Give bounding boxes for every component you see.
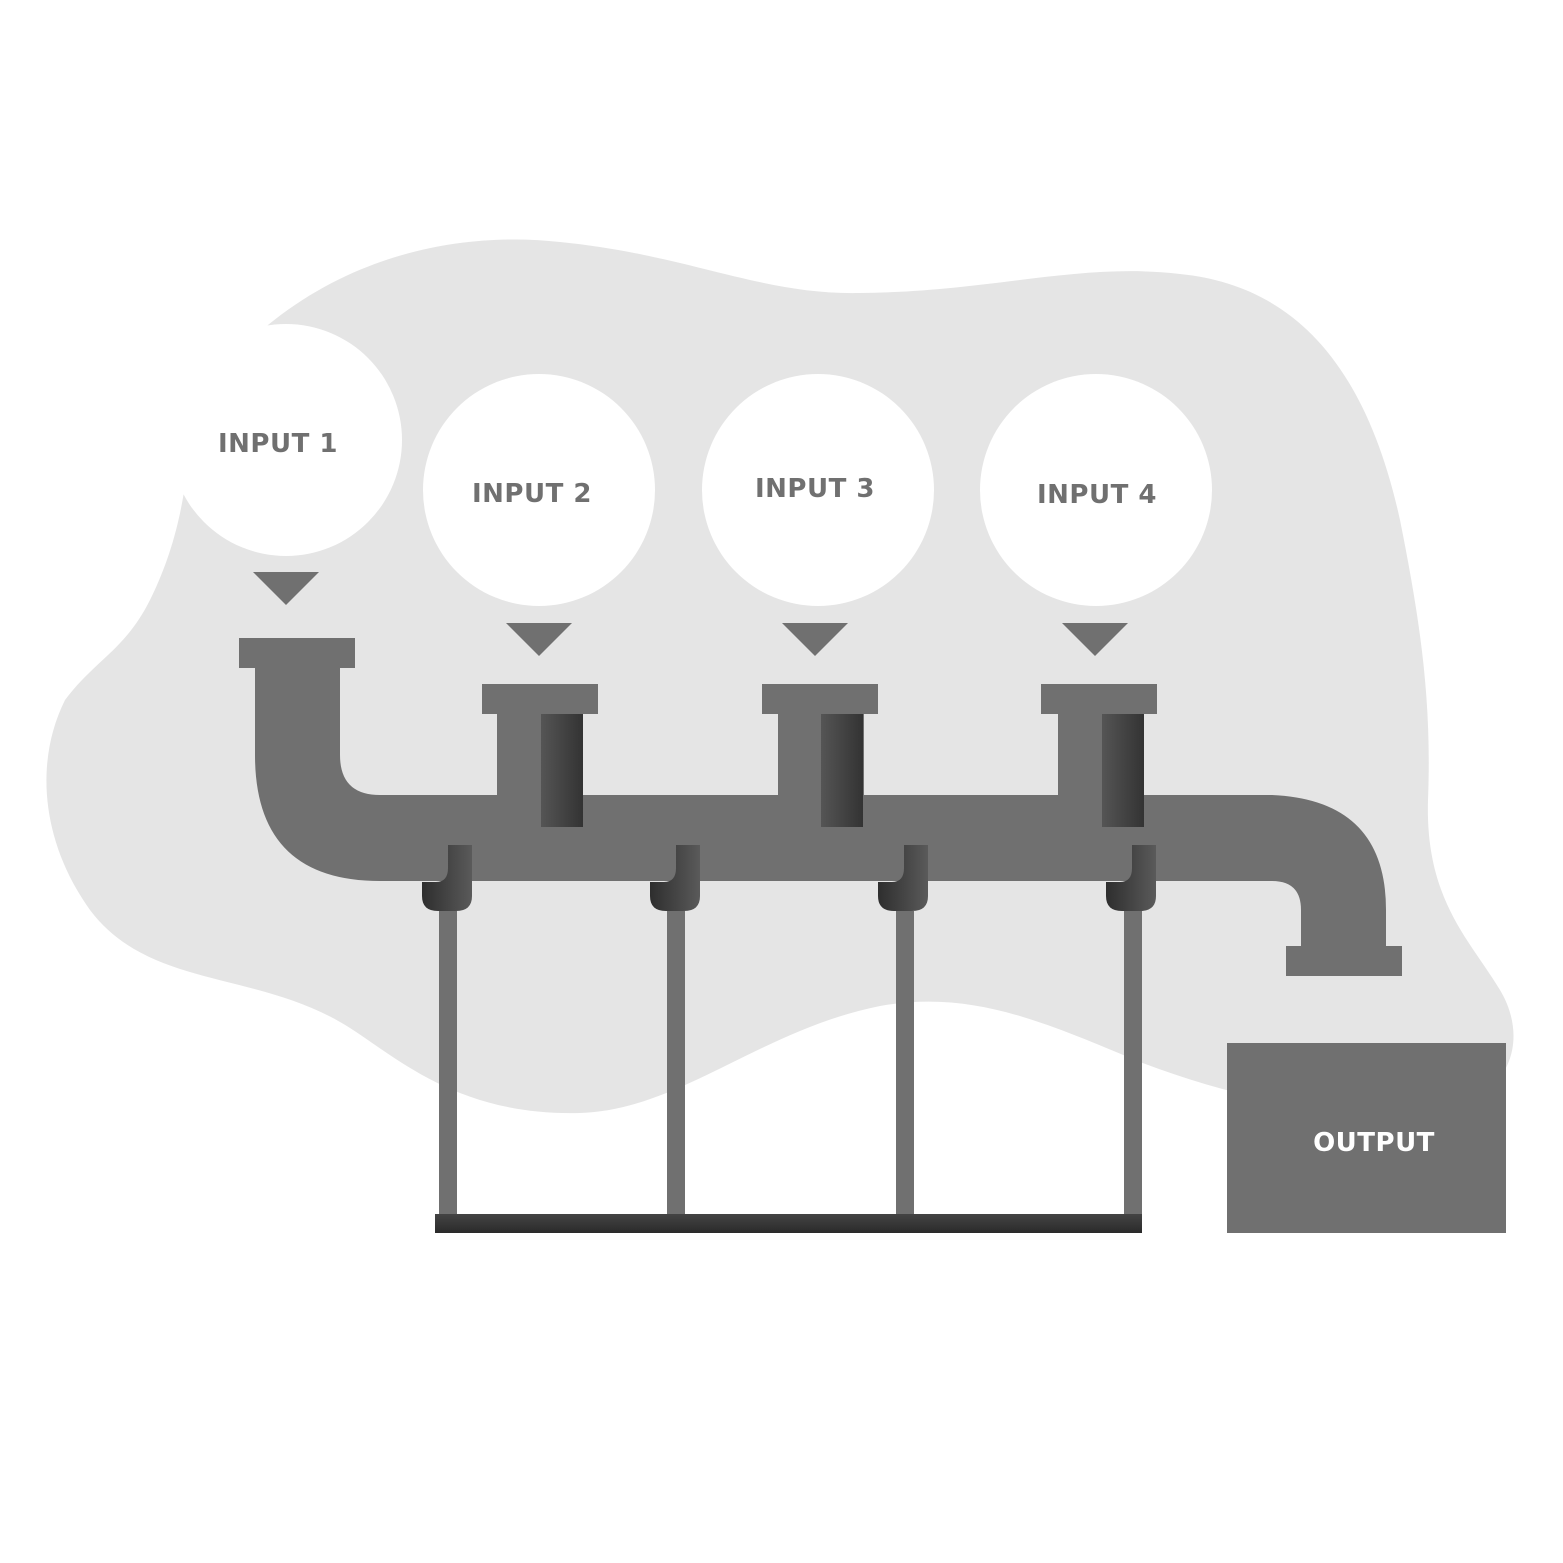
input-3-circle	[702, 374, 934, 606]
support-rod-3	[896, 911, 914, 1231]
input-4-arrow-icon	[1062, 623, 1128, 656]
input-1-circle	[170, 324, 402, 556]
input-2-arrow-icon	[506, 623, 572, 656]
base-bar	[435, 1214, 1142, 1233]
input-2-circle	[423, 374, 655, 606]
valve-joint-1	[422, 845, 472, 911]
input-4-label: INPUT 4	[1037, 480, 1157, 510]
input-1-label: INPUT 1	[218, 429, 338, 459]
input-4-circle	[980, 374, 1212, 606]
input-3-arrow-icon	[782, 623, 848, 656]
input-3-label: INPUT 3	[755, 474, 875, 504]
support-rod-1	[439, 911, 457, 1231]
output-label: OUTPUT	[1313, 1128, 1435, 1158]
output-box	[1227, 1043, 1506, 1233]
main-pipe	[239, 638, 1402, 976]
inlet-2	[482, 684, 598, 827]
inlet-4	[1041, 684, 1157, 827]
valve-joint-2	[650, 845, 700, 911]
valve-joint-4	[1106, 845, 1156, 911]
input-1-arrow-icon	[253, 572, 319, 605]
valve-joint-3	[878, 845, 928, 911]
inlet-3	[762, 684, 878, 827]
support-rod-2	[667, 911, 685, 1231]
support-rod-4	[1124, 911, 1142, 1231]
input-2-label: INPUT 2	[472, 479, 592, 509]
